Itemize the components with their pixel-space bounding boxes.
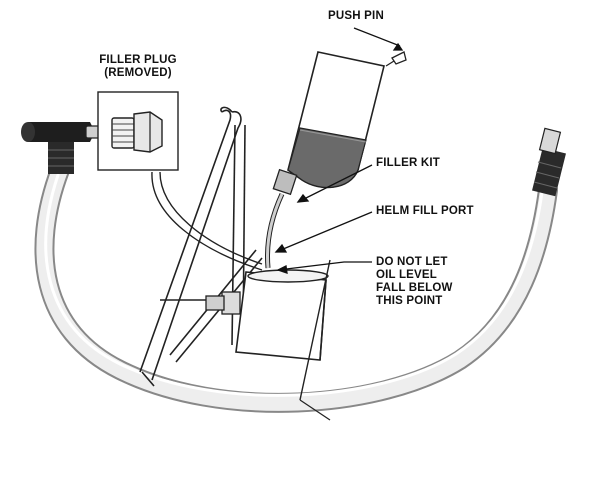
filler-plug-label-line2: (REMOVED) (104, 67, 172, 79)
oil-level-warning-label: DO NOT LET OIL LEVEL FALL BELOW THIS POI… (376, 256, 453, 308)
oil-level-line3: FALL BELOW (376, 282, 453, 294)
helm-pump (205, 259, 331, 421)
clear-hose (34, 160, 558, 413)
push-pin-label: PUSH PIN (328, 10, 384, 22)
filler-plug-box (97, 91, 179, 171)
oil-level-line1: DO NOT LET (376, 256, 448, 268)
filler-hose-line (151, 171, 263, 271)
hose-fitting-right-icon (532, 127, 566, 197)
helm-fill-port-label: HELM FILL PORT (376, 205, 474, 217)
oil-level-line4: THIS POINT (376, 295, 443, 307)
filler-plug-label: FILLER PLUG (REMOVED) (88, 54, 188, 80)
push-pin-icon (385, 51, 407, 67)
oil-level-line2: OIL LEVEL (376, 269, 438, 281)
hose-cap-left-icon (21, 122, 103, 174)
filler-kit-label: FILLER KIT (376, 157, 440, 169)
filler-kit-bottle-icon (265, 51, 385, 269)
filler-plug-label-line1: FILLER PLUG (99, 54, 177, 66)
filler-plug-icon (111, 111, 163, 153)
leader-lines (274, 27, 404, 274)
